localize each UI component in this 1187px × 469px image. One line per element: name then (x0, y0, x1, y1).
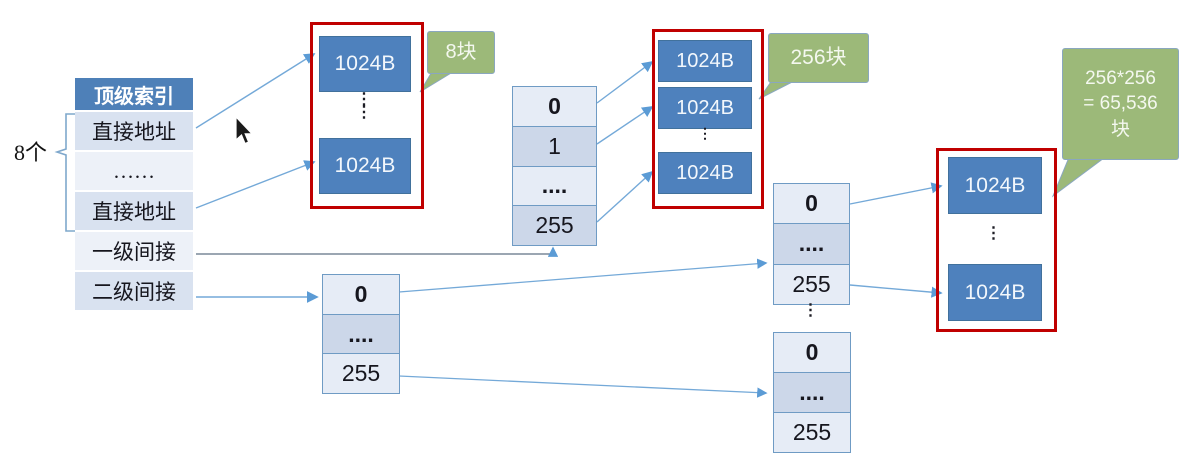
ellipsis-glyph: ⋮ (698, 125, 712, 141)
direct-address-row-1: 直接地址 (75, 112, 193, 150)
arrow-l1-row0 (596, 60, 654, 104)
block-group-single-indirect (652, 29, 764, 209)
direct-address-row-2: 直接地址 (75, 192, 193, 230)
callout-text: 256*256 (1085, 67, 1156, 89)
callout-256-blocks: 256块 (768, 33, 869, 83)
l3b-cell-dots: .... (774, 372, 850, 412)
vertical-ellipsis: ⋮ ⋮ (310, 91, 418, 121)
l3t-cell-255: 255 (774, 263, 849, 304)
l1-cell-dots: .... (513, 165, 596, 206)
ellipsis-row: …… (75, 152, 193, 190)
l3t-cell-0: 0 (774, 184, 849, 224)
count-bracket (54, 113, 75, 232)
l1-cell-0: 0 (513, 87, 596, 126)
data-block: 1024B (319, 36, 411, 92)
l3b-cell-0: 0 (774, 333, 850, 372)
arrow-l3-row255 (849, 284, 943, 298)
arrow-direct-2 (195, 160, 316, 209)
top-index-table: 顶级索引 直接地址 …… 直接地址 一级间接 二级间接 (75, 78, 193, 312)
l2-cell-255: 255 (323, 353, 399, 394)
vertical-ellipsis: ⋮ (936, 225, 1051, 242)
double-indirect-row: 二级间接 (75, 272, 193, 310)
data-block: 1024B (658, 87, 752, 129)
arrow-l3-row0 (849, 182, 943, 205)
callout-text: 块 (1110, 118, 1130, 140)
callout-text: = 65,536 (1083, 93, 1158, 115)
callout-65536-blocks: 256*256 = 65,536 块 (1062, 48, 1179, 160)
data-block: 1024B (658, 152, 752, 194)
l1-index-table: 0 1 .... 255 (512, 86, 597, 246)
vertical-ellipsis: ⋮ (652, 125, 758, 141)
vertical-ellipsis: ⋮ (773, 302, 848, 319)
l1-cell-255: 255 (513, 205, 596, 245)
l3b-cell-255: 255 (774, 412, 850, 452)
single-indirect-row: 一级间接 (75, 232, 193, 270)
l2-cell-0: 0 (323, 275, 399, 314)
data-block: 1024B (948, 264, 1042, 321)
ellipsis-glyph: ⋮ (985, 225, 1002, 242)
l2-index-table: 0 .... 255 (322, 274, 400, 394)
arrow-l1-row1 (596, 106, 654, 145)
callout-text: 256块 (790, 45, 847, 69)
data-block: 1024B (319, 138, 411, 194)
callout-8-blocks: 8块 (427, 31, 495, 74)
l3t-cell-dots: .... (774, 223, 849, 264)
callout-text: 8块 (445, 41, 477, 63)
arrow-l1-row255 (596, 170, 654, 223)
arrow-l2-row0 (398, 258, 768, 293)
connector-single-indirect (196, 246, 559, 257)
l3-index-table-bottom: 0 .... 255 (773, 332, 851, 453)
l3-index-table-top: 0 .... 255 (773, 183, 850, 305)
ellipsis-glyph: ⋮ (356, 91, 372, 108)
block-group-double-indirect (936, 148, 1057, 332)
l2-cell-dots: .... (323, 313, 399, 354)
callout-65536-tail (1051, 154, 1110, 198)
mouse-cursor (235, 115, 254, 145)
l1-cell-1: 1 (513, 125, 596, 166)
count-label: 8个 (14, 140, 48, 165)
ellipsis-glyph: ⋮ (802, 302, 819, 319)
data-block: 1024B (948, 157, 1042, 214)
arrow-l2-row255 (398, 375, 768, 398)
block-group-direct (310, 22, 424, 209)
top-index-header: 顶级索引 (75, 78, 193, 110)
ellipsis-glyph: ⋮ (356, 103, 372, 121)
arrow-direct-1 (195, 53, 316, 129)
data-block: 1024B (658, 40, 752, 82)
